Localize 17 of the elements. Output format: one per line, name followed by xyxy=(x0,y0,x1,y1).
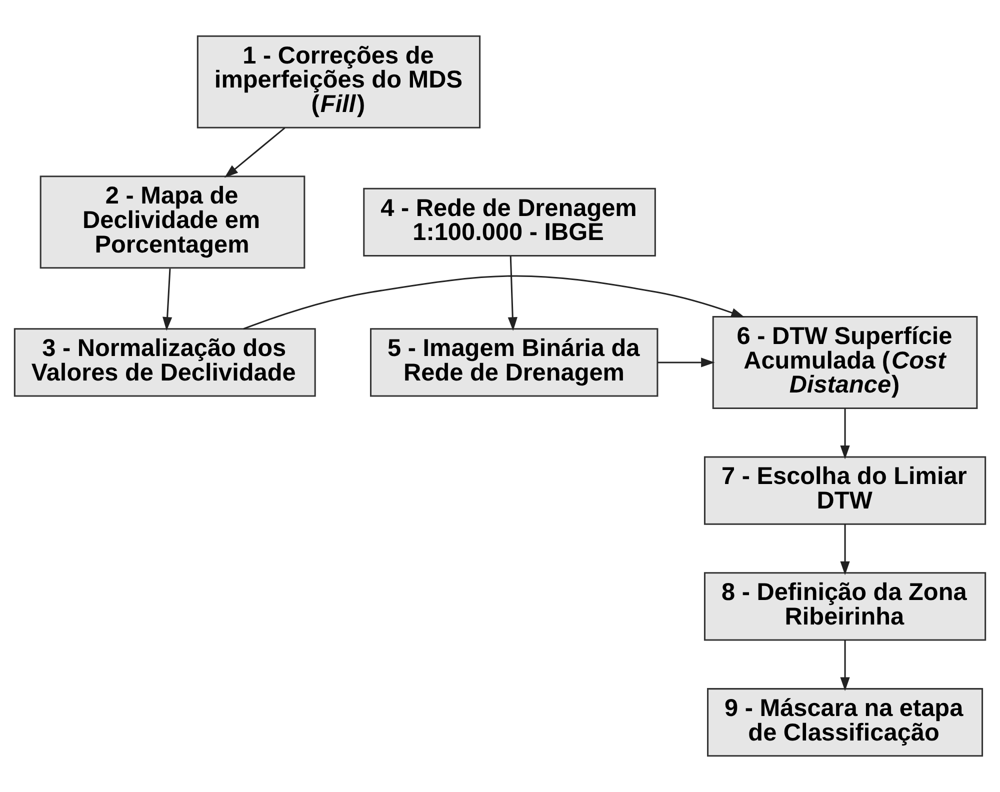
arrow xyxy=(658,358,715,368)
node-box: 9 - Máscara na etapa de Classificação xyxy=(707,688,984,757)
node-box: 1 - Correções de imperfeições do MDS (Fill) xyxy=(196,35,481,128)
arrow xyxy=(162,268,172,331)
arrow xyxy=(243,275,745,330)
node-box: 3 - Normalização dos Valores de Declividade xyxy=(14,328,316,397)
arrow xyxy=(840,640,850,692)
node-box: 4 - Rede de Drenagem 1:100.000 - IBGE xyxy=(363,188,656,256)
node-box: 7 - Escolha do Limiar DTW xyxy=(704,456,986,525)
arrow xyxy=(840,408,850,460)
arrow xyxy=(840,524,850,576)
node-box: 6 - DTW Superfície Acumulada (Cost Distance) xyxy=(712,316,978,409)
arrow xyxy=(224,127,286,178)
arrow xyxy=(508,256,518,331)
node-box: 8 - Definição da Zona Ribeirinha xyxy=(704,572,986,641)
node-box: 2 - Mapa de Declividade em Porcentagem xyxy=(40,176,306,269)
node-box: 5 - Imagem Binária da Rede de Drenagem xyxy=(370,328,658,397)
